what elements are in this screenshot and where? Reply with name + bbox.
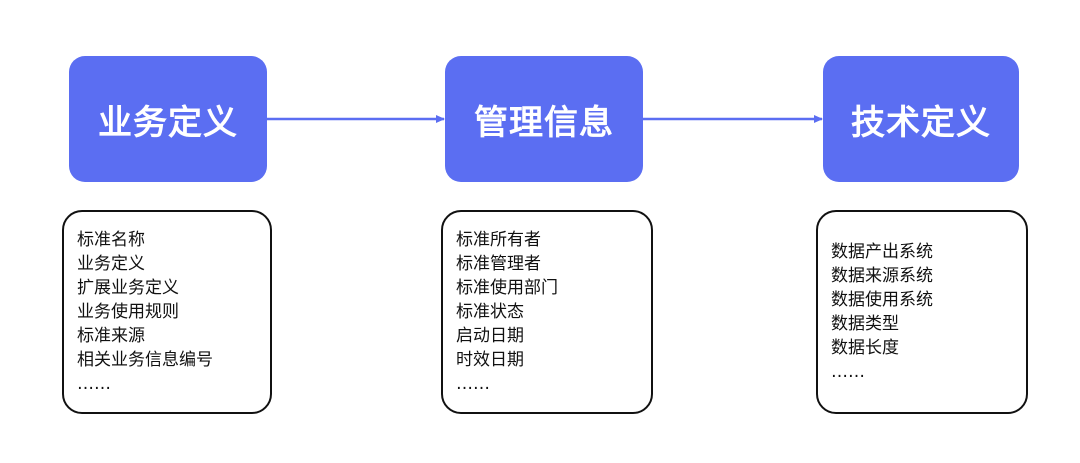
list-item: 扩展业务定义 (77, 278, 179, 298)
management-info-list: 标准所有者 标准管理者 标准使用部门 标准状态 启动日期 时效日期 …… (441, 210, 653, 414)
list-item: 标准名称 (77, 230, 145, 250)
list-item: 标准使用部门 (456, 278, 558, 298)
list-item: 业务定义 (77, 254, 145, 274)
list-item: …… (77, 374, 111, 394)
list-item: 标准所有者 (456, 230, 541, 250)
technical-definition-title: 技术定义 (851, 102, 991, 143)
management-info-title: 管理信息 (474, 102, 614, 143)
technical-definition-box: 技术定义 (823, 56, 1019, 182)
list-item: 数据类型 (831, 314, 899, 334)
list-item: 标准管理者 (456, 254, 541, 274)
list-item: 数据长度 (831, 338, 899, 358)
list-item: 标准来源 (77, 326, 145, 346)
list-item: 数据使用系统 (831, 290, 933, 310)
list-item: 相关业务信息编号 (77, 350, 213, 370)
list-item: 时效日期 (456, 350, 524, 370)
management-info-box: 管理信息 (445, 56, 643, 182)
list-item: 标准状态 (456, 302, 524, 322)
list-item: 启动日期 (456, 326, 524, 346)
business-definition-box: 业务定义 (69, 56, 267, 182)
business-definition-title: 业务定义 (98, 102, 238, 143)
business-definition-list: 标准名称 业务定义 扩展业务定义 业务使用规则 标准来源 相关业务信息编号 …… (62, 210, 272, 414)
technical-definition-list: 数据产出系统 数据来源系统 数据使用系统 数据类型 数据长度 …… (816, 210, 1028, 414)
list-item: 数据产出系统 (831, 242, 933, 262)
list-item: 业务使用规则 (77, 302, 179, 322)
list-item: …… (456, 374, 490, 394)
list-item: …… (831, 362, 865, 382)
list-item: 数据来源系统 (831, 266, 933, 286)
